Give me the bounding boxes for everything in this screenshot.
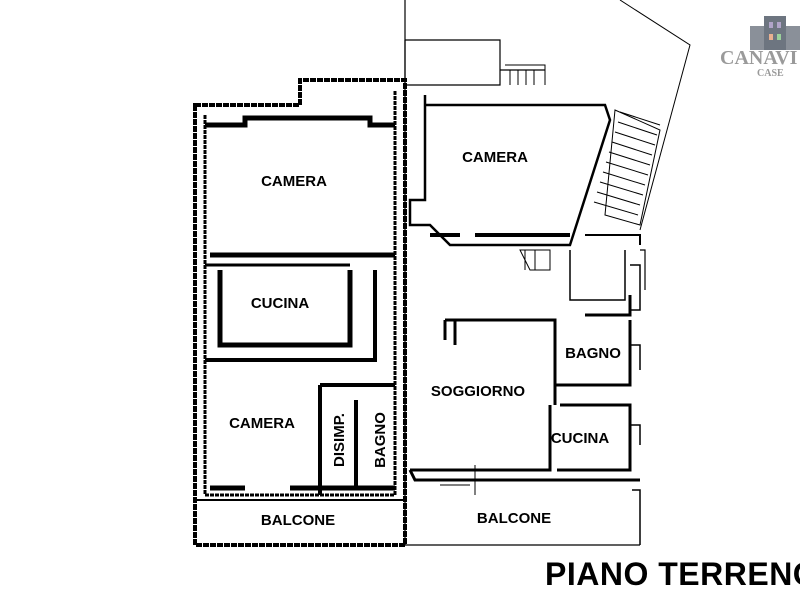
company-logo: CANAVI CASE: [720, 16, 800, 79]
svg-text:CASE: CASE: [757, 68, 784, 79]
label-balcone-left: BALCONE: [261, 512, 335, 529]
stairs: [505, 64, 661, 271]
label-bagno-left: BAGNO: [372, 412, 389, 468]
label-bagno-right: BAGNO: [565, 345, 621, 362]
label-camera-left-bottom: CAMERA: [229, 415, 295, 432]
label-camera-left-top: CAMERA: [261, 173, 327, 190]
label-cucina-left: CUCINA: [251, 295, 309, 312]
left-unit-walls: [193, 78, 407, 547]
floor-title: PIANO TERRENO: [545, 556, 800, 592]
label-soggiorno: SOGGIORNO: [431, 383, 526, 400]
label-balcone-right: BALCONE: [477, 510, 551, 527]
svg-text:CANAVI: CANAVI: [720, 47, 798, 69]
label-disimpegno: DISIMP.: [331, 413, 348, 467]
label-cucina-right: CUCINA: [551, 430, 609, 447]
label-camera-right: CAMERA: [462, 149, 528, 166]
right-unit-walls: [404, 0, 691, 546]
